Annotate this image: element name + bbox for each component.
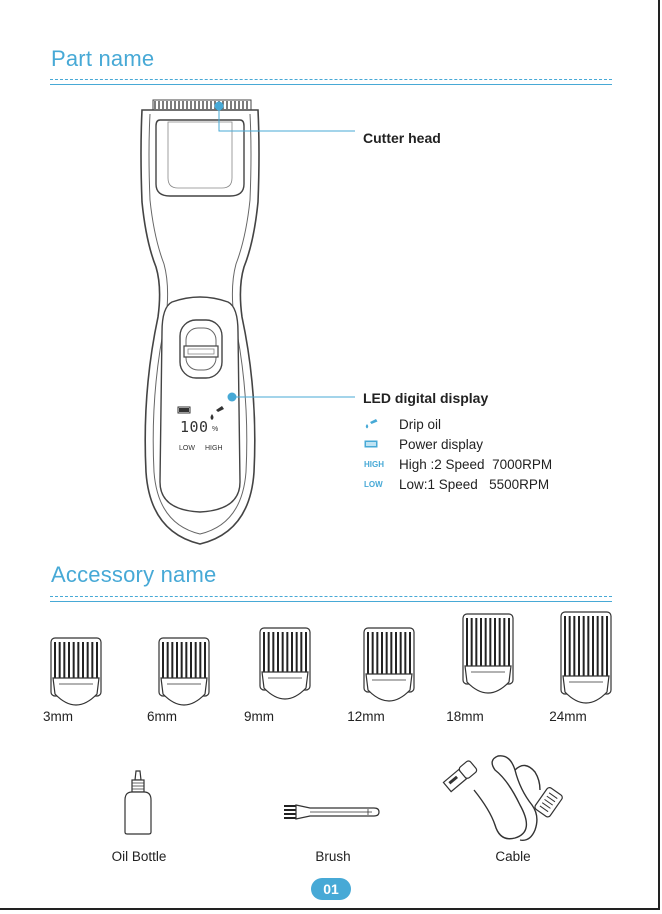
- section-title-accessory-name: Accessory name: [51, 562, 216, 588]
- callout-led-display: LED digital display: [363, 390, 488, 406]
- comb-size-label: 12mm: [331, 709, 401, 724]
- comb-attachment-24mm: [559, 610, 613, 716]
- legend-row-low: LOW Low:1 Speed 5500RPM: [364, 474, 549, 494]
- comb-size-label: 24mm: [533, 709, 603, 724]
- led-display-marker: [228, 393, 237, 402]
- callout-cutter-head: Cutter head: [363, 130, 441, 146]
- legend-text-drip-oil: Drip oil: [399, 417, 441, 432]
- label-oil-bottle: Oil Bottle: [89, 849, 189, 864]
- comb-size-label: 6mm: [127, 709, 197, 724]
- legend-text-high: High :2 Speed 7000RPM: [399, 457, 552, 472]
- legend-row-power: Power display: [364, 434, 483, 454]
- comb-attachment-3mm: [49, 636, 103, 718]
- battery-icon: [364, 440, 390, 448]
- label-cable: Cable: [463, 849, 563, 864]
- section-rule-accessory-name: [50, 596, 612, 597]
- comb-attachment-18mm: [461, 612, 515, 706]
- comb-size-label: 18mm: [430, 709, 500, 724]
- comb-attachment-12mm: [362, 626, 416, 714]
- low-speed-indicator: LOW: [364, 480, 390, 489]
- comb-attachment-6mm: [157, 636, 211, 718]
- page-number-badge: 01: [311, 878, 351, 900]
- drip-oil-icon: [364, 418, 390, 430]
- legend-text-low: Low:1 Speed 5500RPM: [399, 477, 549, 492]
- cutter-head-marker: [215, 102, 224, 111]
- brush-illustration: [282, 800, 382, 824]
- legend-row-drip-oil: Drip oil: [364, 414, 441, 434]
- comb-size-label: 3mm: [23, 709, 93, 724]
- oil-bottle-illustration: [120, 770, 156, 836]
- cable-illustration: [440, 750, 570, 845]
- comb-attachment-9mm: [258, 626, 312, 712]
- comb-size-label: 9mm: [224, 709, 294, 724]
- legend-text-power: Power display: [399, 437, 483, 452]
- legend-row-high: HIGH High :2 Speed 7000RPM: [364, 454, 552, 474]
- high-speed-indicator: HIGH: [364, 460, 390, 469]
- label-brush: Brush: [283, 849, 383, 864]
